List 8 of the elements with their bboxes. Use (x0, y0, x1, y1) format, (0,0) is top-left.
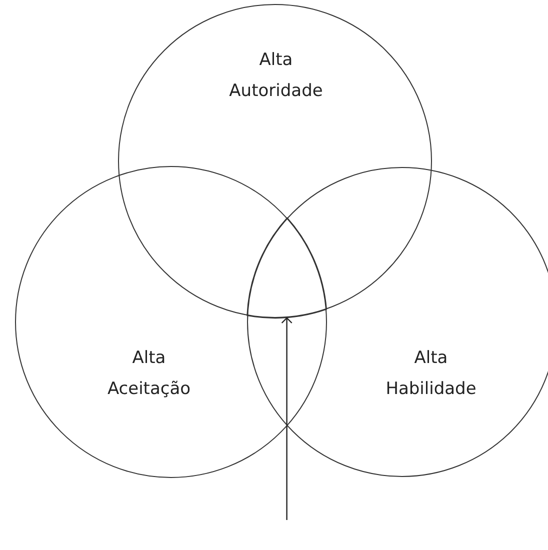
circle-label: Alta Autoridade (228, 49, 324, 103)
arrow (281, 317, 292, 520)
overlap-region (246, 217, 327, 318)
circle (247, 167, 548, 477)
circle (15, 166, 327, 478)
circle-label: Alta Aceitação (106, 347, 192, 401)
circle-label: Alta Habilidade (384, 347, 478, 401)
circle (118, 4, 432, 318)
